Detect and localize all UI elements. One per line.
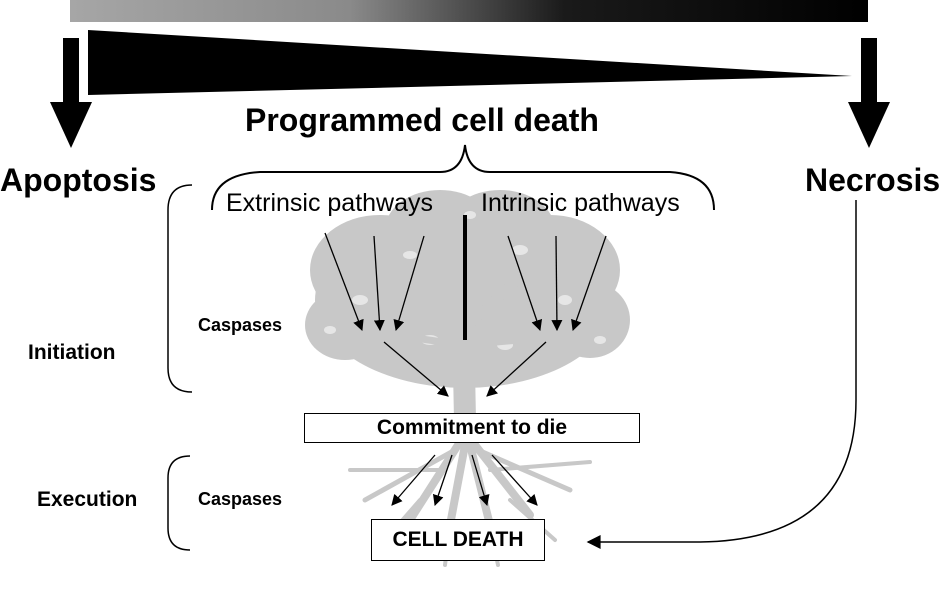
- tree-canopy: [305, 190, 630, 388]
- caspases-initiation-label: Caspases: [198, 315, 283, 335]
- initiation-bracket: [167, 184, 193, 393]
- execution-arrow-1: [391, 454, 436, 506]
- black-wedge: [88, 30, 852, 95]
- extrinsic-arrow-2: [373, 235, 385, 332]
- commitment-box: Commitment to die: [304, 413, 640, 443]
- intrinsic-pathways-label: Intrinsic pathways: [481, 189, 680, 217]
- extrinsic-arrow-1: [324, 232, 364, 332]
- converging-arrow-left: [383, 341, 449, 397]
- cell-death-box: CELL DEATH: [371, 519, 545, 561]
- pathways-brace: [211, 144, 715, 211]
- intrinsic-arrow-1: [507, 235, 543, 332]
- execution-arrow-2: [432, 454, 453, 507]
- execution-arrows: [391, 454, 538, 507]
- execution-label: Execution: [37, 488, 138, 511]
- caspases-execution-label: Caspases: [198, 489, 283, 509]
- execution-arrow-3: [471, 454, 490, 507]
- initiation-label: Initiation: [28, 341, 116, 364]
- intrinsic-arrow-3: [571, 235, 607, 332]
- extrinsic-arrow-3: [393, 235, 425, 332]
- apoptosis-label: Apoptosis: [0, 162, 157, 198]
- diagram-title: Programmed cell death: [245, 102, 599, 138]
- extrinsic-pathways-label: Extrinsic pathways: [226, 189, 434, 217]
- execution-arrow-4: [491, 454, 538, 506]
- necrosis-label: Necrosis: [805, 162, 941, 198]
- extrinsic-arrows: [324, 232, 425, 332]
- necrosis-curved-arrow: [586, 200, 857, 549]
- intrinsic-arrows: [507, 235, 607, 332]
- necrosis-down-arrow: [848, 38, 890, 148]
- converging-arrow-right: [486, 341, 547, 397]
- converging-arrows: [383, 341, 547, 397]
- gradient-bar: [70, 0, 868, 22]
- tree-illustration: [305, 190, 630, 567]
- intrinsic-arrow-2: [551, 235, 563, 332]
- execution-bracket: [167, 455, 191, 551]
- apoptosis-down-arrow: [50, 38, 92, 148]
